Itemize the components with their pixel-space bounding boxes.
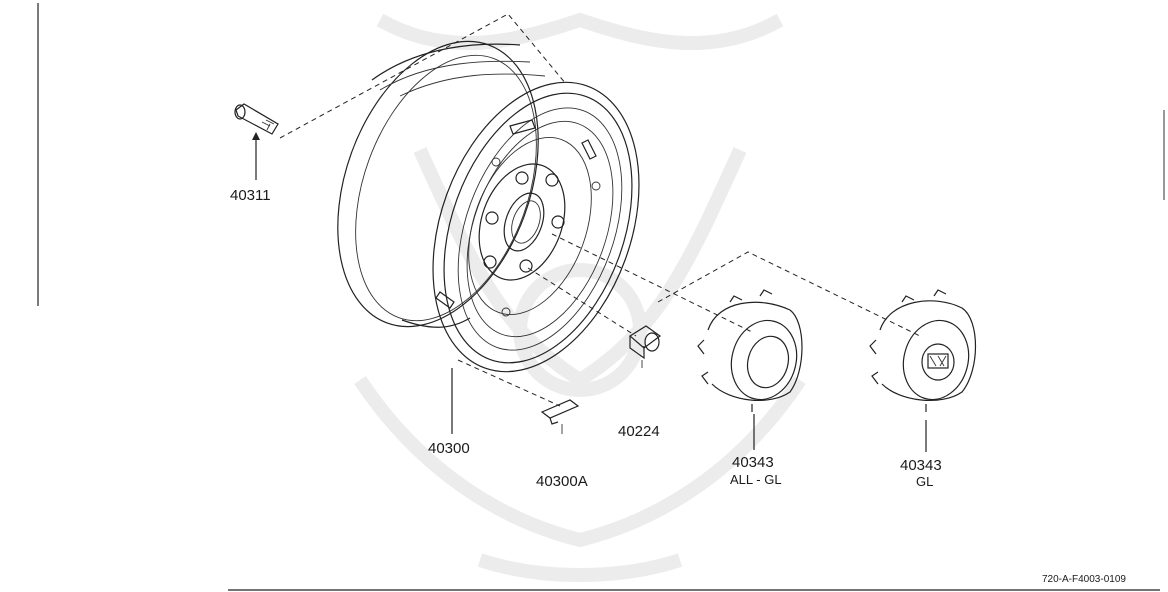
part-number-valve[interactable]: 40311	[230, 187, 271, 204]
diagram-code: 720-A-F4003-0109	[1042, 574, 1126, 585]
wheel-rim	[337, 40, 640, 373]
center-cap-emblem-icon	[869, 289, 976, 412]
lug-nut-dashed-line	[527, 267, 637, 337]
lug-nut-icon	[628, 325, 662, 368]
valve-leader-arrow	[252, 132, 260, 140]
cap-dashed-line-2	[657, 251, 921, 337]
cap-dashed-line-1	[551, 233, 753, 333]
part-number-weight[interactable]: 40300A	[536, 473, 588, 490]
weight-dashed-line	[457, 359, 561, 407]
part-caption-cap-all-gl: ALL - GL	[730, 472, 782, 487]
part-number-cap-gl[interactable]: 40343	[900, 457, 942, 474]
watermark-emblem	[354, 12, 806, 582]
part-number-cap-all-gl[interactable]: 40343	[732, 454, 774, 471]
valve-stem-icon	[234, 103, 279, 135]
balance-weight-icon	[540, 399, 580, 434]
part-number-rim[interactable]: 40300	[428, 440, 470, 457]
part-number-lug-nut[interactable]: 40224	[618, 423, 660, 440]
center-cap-plain-icon	[697, 289, 803, 412]
part-caption-cap-gl: GL	[916, 474, 933, 489]
